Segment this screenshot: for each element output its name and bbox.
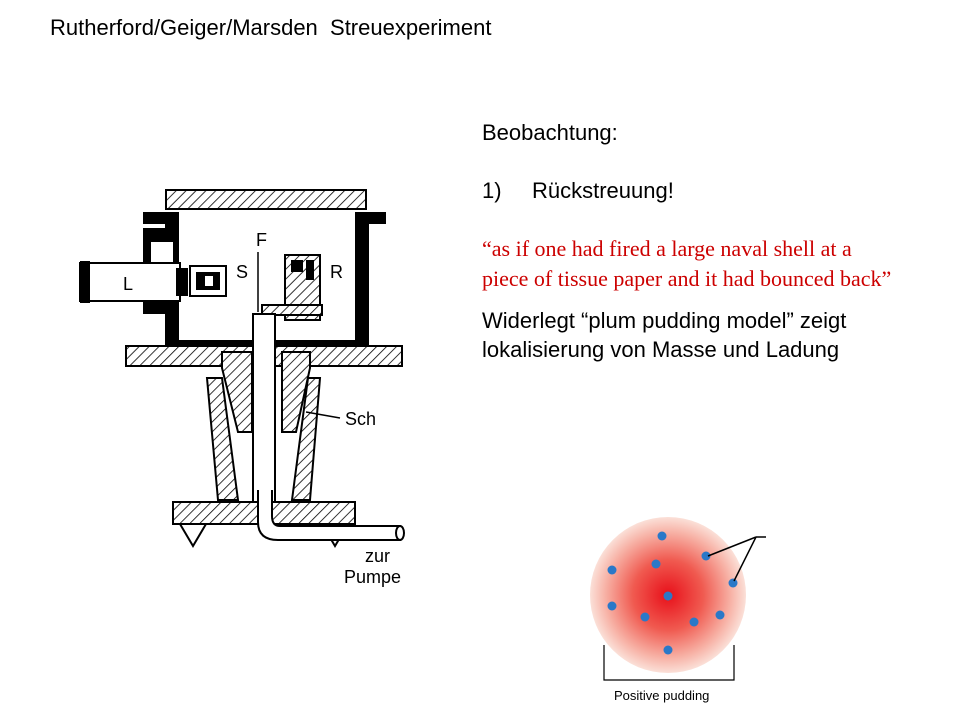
chamber-wall-right	[355, 212, 369, 362]
observation-block: Beobachtung: 1) Rückstreuung! “as if one…	[482, 118, 902, 364]
electron	[701, 551, 711, 561]
ground-joint	[221, 351, 253, 433]
label-zur: zur	[365, 546, 390, 566]
list-item-text: Rückstreuung!	[532, 178, 674, 203]
electron	[715, 610, 725, 620]
electron	[689, 617, 699, 627]
electron	[607, 601, 617, 611]
plum-pudding-model: Positive pudding	[590, 517, 766, 703]
label-F: F	[256, 230, 267, 250]
pudding-bracket	[603, 645, 735, 681]
label-pumpe: Pumpe	[344, 567, 401, 587]
label-L: L	[123, 274, 133, 294]
observation-heading: Beobachtung:	[482, 120, 618, 145]
rutherford-quote: “as if one had fired a large naval shell…	[482, 236, 892, 291]
electron	[728, 578, 738, 588]
electrons	[607, 531, 738, 655]
electron	[663, 591, 673, 601]
microscope-tube	[79, 262, 181, 302]
electron	[657, 531, 667, 541]
electron	[607, 565, 617, 575]
scattering-apparatus-diagram	[79, 189, 405, 548]
list-item: 1) Rückstreuung!	[482, 176, 902, 205]
central-tube	[252, 313, 276, 515]
label-R: R	[330, 262, 343, 282]
electron	[640, 612, 650, 622]
outer-sleeve	[205, 377, 240, 501]
electron	[663, 645, 673, 655]
list-number: 1)	[482, 178, 502, 203]
slide-title: Rutherford/Geiger/Marsden Streuexperimen…	[50, 15, 492, 40]
chamber-lid	[165, 189, 367, 210]
electron	[651, 559, 661, 569]
label-Sch: Sch	[345, 409, 376, 429]
label-S: S	[236, 262, 248, 282]
pudding-caption: Positive pudding	[614, 688, 709, 703]
conclusion-text: Widerlegt “plum pudding model” zeigt lok…	[482, 308, 847, 362]
electron-pointer	[707, 536, 766, 582]
